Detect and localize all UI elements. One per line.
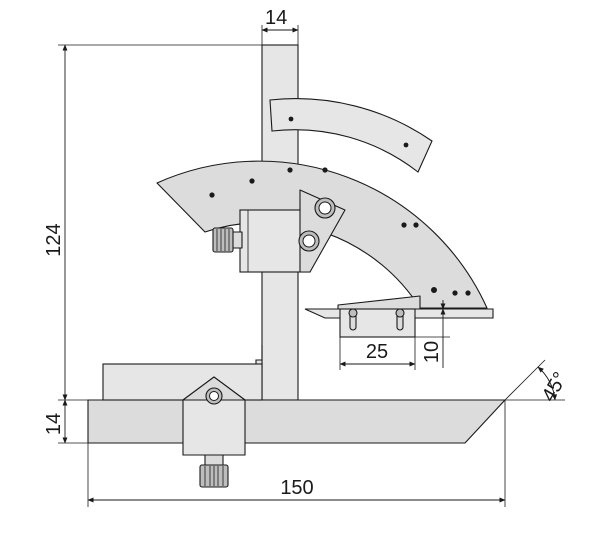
dim-bevel-angle: 45°	[504, 359, 572, 406]
dim-blade-offset-label: 25	[366, 341, 388, 363]
blade-pins	[348, 308, 405, 331]
dim-base-height: 14	[43, 399, 88, 444]
dim-blade-offset: 25	[339, 337, 416, 370]
dim-stem-width-label: 14	[265, 7, 287, 29]
dim-total-length-label: 150	[280, 477, 313, 499]
base-plate	[87, 399, 506, 444]
dim-blade-height: 10	[415, 300, 450, 368]
dim-blade-height-label: 10	[421, 341, 443, 363]
dim-total-height: 124	[43, 44, 262, 401]
dim-stem-width: 14	[261, 7, 299, 45]
vernier-scale	[269, 98, 433, 173]
arc-holes	[209, 116, 471, 296]
knurled-knob-left	[212, 227, 243, 253]
dim-total-length: 150	[87, 400, 506, 507]
dim-base-height-label: 14	[43, 413, 65, 435]
blade-holder	[337, 295, 421, 310]
clamp-block	[239, 209, 311, 273]
knurled-knob-base	[199, 454, 229, 488]
dim-total-height-label: 124	[43, 223, 65, 256]
